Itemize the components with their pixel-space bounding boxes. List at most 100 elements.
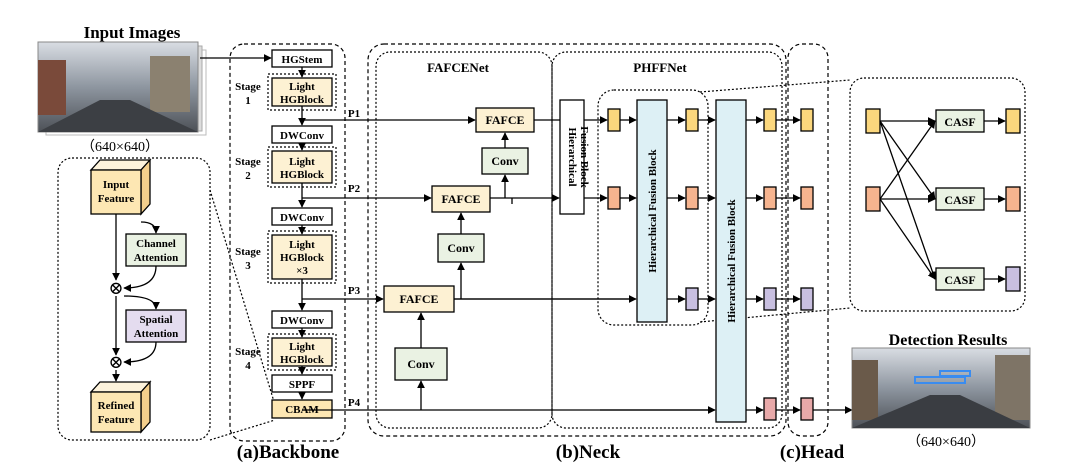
- casf-output-p3: [1005, 266, 1021, 292]
- channel-attention-block: [125, 233, 187, 267]
- casf-input-p2: [865, 186, 881, 212]
- hfb-1-label-b: Fusion Block: [578, 126, 590, 188]
- feature-map-p2-a: [607, 186, 621, 210]
- backbone-caption: (a)Backbone: [237, 442, 339, 463]
- fafce-block-3: [383, 285, 455, 313]
- output-size-label: （640×640）: [907, 434, 985, 450]
- phffnet-region: [551, 51, 783, 429]
- feature-map-p3-c: [763, 287, 777, 311]
- cbam-block: [271, 399, 333, 419]
- casf-input-p1: [865, 108, 881, 134]
- detection-result-image: [851, 347, 1031, 429]
- fafce-block-2: [431, 185, 491, 213]
- stage4-hgblock-label: HGBlock: [280, 354, 325, 366]
- stage4-word: Stage: [235, 346, 261, 358]
- fusion-dotted-group: [597, 89, 709, 326]
- conv-3-label: Conv: [407, 357, 434, 371]
- neck-region: [367, 43, 787, 437]
- stage1-light-hgblock: [271, 77, 333, 107]
- stage3-number: 3: [245, 260, 251, 272]
- p2-label: P2: [348, 183, 361, 195]
- cbam-zoom-line-bottom: [209, 419, 276, 441]
- fafce-2-label: FAFCE: [441, 192, 480, 206]
- channel-attention-label-2: Attention: [134, 252, 179, 264]
- casf-inset: [849, 77, 1026, 312]
- fafce-1-label: FAFCE: [485, 113, 524, 127]
- feature-map-p2-b: [685, 186, 699, 210]
- hfb-2-label: Hierarchical Fusion Block: [647, 149, 659, 273]
- input-feature-label-2: Feature: [98, 193, 135, 205]
- conv-block-1: [481, 147, 529, 175]
- stage4-number: 4: [245, 360, 251, 372]
- input-feature-cube: [89, 158, 152, 216]
- stage4-light-label: Light: [289, 341, 315, 353]
- multiply-symbol-2: ⊗: [108, 352, 123, 372]
- fafce-block-1: [475, 107, 535, 133]
- conv-1-label: Conv: [491, 154, 518, 168]
- fafce-3-label: FAFCE: [399, 292, 438, 306]
- hfb-1-label-a: Hierarchical: [566, 127, 578, 186]
- casf-output-p1: [1005, 108, 1021, 134]
- fafcenet-region: [375, 51, 553, 429]
- p3-label: P3: [348, 285, 361, 297]
- refined-feature-cube: [89, 380, 152, 434]
- stage3-repeat-label: ×3: [296, 265, 308, 277]
- head-region: [787, 43, 829, 437]
- backbone-region: [229, 43, 346, 442]
- feature-map-p2-c: [763, 186, 777, 210]
- conv-block-3: [394, 347, 448, 381]
- dwconv-1-label: DWConv: [280, 130, 325, 142]
- feature-map-p4-c: [763, 397, 777, 421]
- neck-caption: (b)Neck: [556, 442, 621, 463]
- head-feature-p2: [800, 186, 814, 210]
- head-caption: (c)Head: [780, 442, 845, 463]
- detection-results-title: Detection Results: [889, 332, 1008, 349]
- casf-2-label: CASF: [944, 193, 975, 207]
- input-images-title: Input Images: [84, 23, 181, 42]
- input-image-stack: [37, 41, 207, 136]
- stage3-light-label: Light: [289, 239, 315, 251]
- casf-3-label: CASF: [944, 273, 975, 287]
- hfb-3-label: Hierarchical Fusion Block: [726, 199, 738, 323]
- casf-output-p2: [1005, 186, 1021, 212]
- feature-map-p1-c: [763, 108, 777, 132]
- head-feature-p3: [800, 287, 814, 311]
- channel-attention-label-1: Channel: [136, 238, 176, 250]
- spatial-attention-label-2: Attention: [134, 328, 179, 340]
- feature-map-p1-a: [607, 108, 621, 132]
- multiply-symbol-1: ⊗: [108, 278, 123, 298]
- stage3-hgblock-label: HGBlock: [280, 252, 325, 264]
- attention-inset: [57, 157, 211, 441]
- feature-map-p3-b: [685, 287, 699, 311]
- casf-zoom-line-top: [699, 79, 851, 93]
- casf-1-label: CASF: [944, 115, 975, 129]
- conv-2-label: Conv: [447, 241, 474, 255]
- cbam-zoom-line-top: [209, 189, 276, 406]
- dwconv-3-label: DWConv: [280, 315, 325, 327]
- hierarchical-fusion-block-2: [636, 99, 668, 323]
- hgstem-label: HGStem: [282, 54, 323, 66]
- stage4-light-hgblock: [271, 337, 333, 367]
- refined-feature-label-1: Refined: [98, 400, 135, 412]
- p4-label: P4: [348, 397, 361, 409]
- stage1-light-label: Light: [289, 81, 315, 93]
- input-feature-label-1: Input: [103, 179, 130, 191]
- p1-label: P1: [348, 108, 360, 120]
- stage2-light-label: Light: [289, 156, 315, 168]
- fafcenet-title: FAFCENet: [427, 60, 490, 75]
- sppf-label: SPPF: [289, 379, 316, 391]
- feature-map-p1-b: [685, 108, 699, 132]
- phffnet-title: PHFFNet: [633, 60, 687, 75]
- stage3-word: Stage: [235, 246, 261, 258]
- stage1-hgblock-label: HGBlock: [280, 94, 325, 106]
- refined-feature-label-2: Feature: [98, 414, 135, 426]
- hierarchical-fusion-block-1: [559, 99, 585, 215]
- dwconv-2-label: DWConv: [280, 212, 325, 224]
- stage2-number: 2: [245, 170, 251, 182]
- spatial-attention-label-1: Spatial: [139, 314, 172, 326]
- head-feature-p1: [800, 108, 814, 132]
- stage1-word: Stage: [235, 81, 261, 93]
- input-size-label: （640×640）: [81, 139, 159, 155]
- stage2-hgblock-label: HGBlock: [280, 169, 325, 181]
